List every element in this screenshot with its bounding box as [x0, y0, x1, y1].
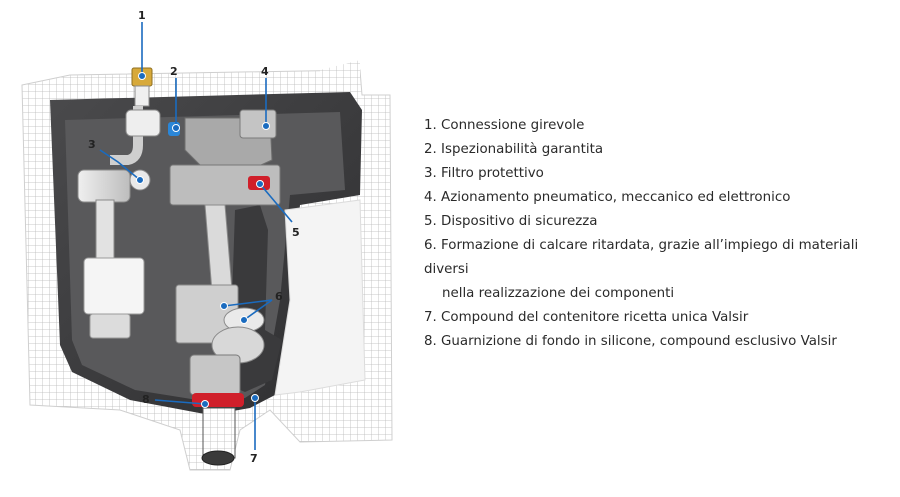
legend-item-text: 2. Ispezionabilità garantita: [424, 142, 604, 157]
legend-item-text: 7. Compound del contenitore ricetta unic…: [424, 310, 749, 325]
legend-item: 2. Ispezionabilità garantita: [424, 138, 894, 162]
legend-item: 1. Connessione girevole: [424, 114, 894, 138]
legend-item: 8. Guarnizione di fondo in silicone, com…: [424, 330, 894, 354]
feature-legend: 1. Connessione girevole 2. Ispezionabili…: [424, 114, 894, 354]
legend-item-text: 8. Guarnizione di fondo in silicone, com…: [424, 334, 837, 349]
legend-item-text: 3. Filtro protettivo: [424, 166, 544, 181]
legend-item: 7. Compound del contenitore ricetta unic…: [424, 306, 894, 330]
callout-number-4: 4: [261, 65, 269, 78]
legend-item-text: 1. Connessione girevole: [424, 118, 585, 133]
callout-number-5: 5: [292, 226, 300, 239]
callout-number-3: 3: [88, 138, 96, 151]
callout-number-2: 2: [170, 65, 178, 78]
callout-number-7: 7: [250, 452, 258, 465]
callout-number-6: 6: [275, 290, 283, 303]
legend-item: 4. Azionamento pneumatico, meccanico ed …: [424, 186, 894, 210]
callout-dots: [136, 72, 270, 408]
legend-item: 3. Filtro protettivo: [424, 162, 894, 186]
cistern-cutaway-illustration: 1 2 3 4 5 6 7 8: [21, 9, 393, 471]
legend-item-text: 4. Azionamento pneumatico, meccanico ed …: [424, 190, 791, 205]
legend-item: 5. Dispositivo di sicurezza: [424, 210, 894, 234]
fill-valve: [77, 169, 151, 339]
legend-item: 6. Formazione di calcare ritardata, graz…: [424, 234, 894, 306]
legend-item-text: 5. Dispositivo di sicurezza: [424, 214, 598, 229]
callout-lines: [99, 22, 293, 450]
callout-number-1: 1: [138, 9, 146, 22]
legend-item-continuation: nella realizzazione dei componenti: [442, 286, 675, 301]
flush-mechanism: [169, 109, 281, 466]
callout-number-8: 8: [142, 393, 150, 406]
callout-numbers: 1 2 3 4 5 6 7 8: [88, 9, 300, 465]
legend-item-text: 6. Formazione di calcare ritardata, graz…: [424, 238, 859, 277]
